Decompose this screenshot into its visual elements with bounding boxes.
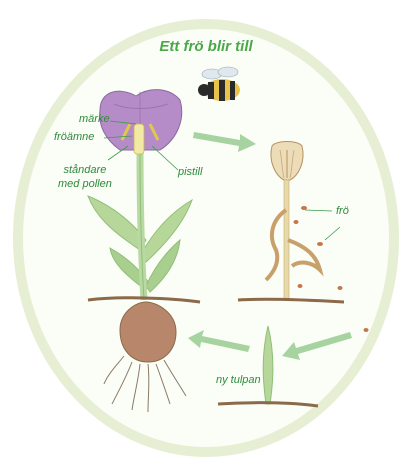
diagram-title: Ett frö blir till <box>0 38 412 55</box>
label-ovary: fröämne <box>54 131 94 143</box>
label-new-tulip: ny tulpan <box>216 374 261 386</box>
label-stamens: ståndare med pollen <box>58 163 112 191</box>
label-stigma: märke <box>79 113 110 125</box>
label-pistil: pistill <box>178 166 202 178</box>
label-seed: frö <box>336 205 349 217</box>
